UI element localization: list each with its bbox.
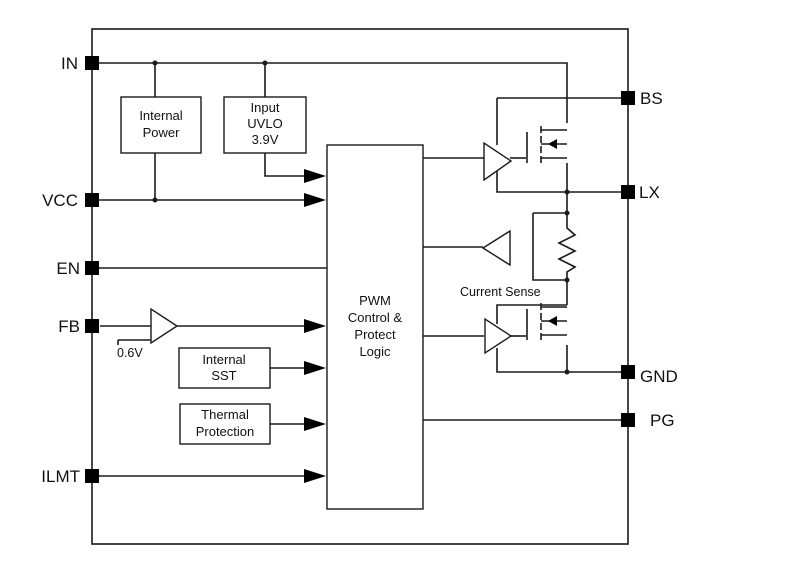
pin-bs: BS bbox=[621, 89, 663, 108]
pin-in-label: IN bbox=[61, 54, 78, 73]
internal-power-line1: Internal bbox=[139, 108, 182, 123]
internal-sst-line1: Internal bbox=[202, 352, 245, 367]
input-uvlo-line2: UVLO bbox=[247, 116, 282, 131]
thermal-protection-block: Thermal Protection bbox=[179, 403, 271, 445]
junctions bbox=[152, 60, 570, 375]
pwm-logic-line2: Control & bbox=[348, 310, 403, 325]
pin-en: EN bbox=[56, 259, 99, 278]
pwm-logic-line3: Protect bbox=[354, 327, 396, 342]
pin-vcc-label: VCC bbox=[42, 191, 78, 210]
arrowheads bbox=[304, 169, 326, 483]
thermal-protection-line1: Thermal bbox=[201, 407, 249, 422]
pin-lx: LX bbox=[621, 183, 660, 202]
pin-pg: PG bbox=[621, 411, 675, 430]
pwm-logic-line1: PWM bbox=[359, 293, 391, 308]
pin-gnd-label: GND bbox=[640, 367, 678, 386]
pin-vcc: VCC bbox=[42, 191, 99, 210]
internal-sst-block: Internal SST bbox=[178, 347, 271, 389]
sense-amplifier bbox=[481, 229, 511, 267]
reference-voltage-label: 0.6V bbox=[117, 346, 143, 360]
thermal-protection-line2: Protection bbox=[196, 424, 255, 439]
pin-fb-label: FB bbox=[58, 317, 80, 336]
current-sense-label: Current Sense bbox=[460, 285, 541, 299]
wires bbox=[92, 62, 628, 477]
pin-pg-label: PG bbox=[650, 411, 675, 430]
pin-gnd: GND bbox=[621, 365, 678, 386]
pin-bs-label: BS bbox=[640, 89, 663, 108]
fb-comparator bbox=[150, 307, 179, 345]
low-side-mosfet bbox=[526, 303, 567, 340]
input-uvlo-line1: Input bbox=[251, 100, 280, 115]
internal-sst-line2: SST bbox=[211, 368, 236, 383]
chip-outline bbox=[91, 28, 629, 545]
internal-power-block: Internal Power bbox=[120, 96, 202, 154]
high-side-driver bbox=[483, 141, 513, 182]
pin-lx-label: LX bbox=[639, 183, 660, 202]
pwm-logic-block: PWM Control & Protect Logic bbox=[326, 144, 424, 510]
pin-in: IN bbox=[61, 54, 99, 73]
input-uvlo-block: Input UVLO 3.9V bbox=[223, 96, 307, 154]
drivers bbox=[150, 141, 513, 355]
pwm-logic-line4: Logic bbox=[359, 344, 391, 359]
input-uvlo-line3: 3.9V bbox=[252, 132, 279, 147]
internal-power-line2: Power bbox=[143, 125, 181, 140]
pin-ilmt: ILMT bbox=[41, 467, 99, 486]
pin-fb: FB bbox=[58, 317, 99, 336]
pin-en-label: EN bbox=[56, 259, 80, 278]
high-side-mosfet bbox=[526, 126, 567, 163]
low-side-driver bbox=[484, 317, 513, 355]
pin-ilmt-label: ILMT bbox=[41, 467, 80, 486]
